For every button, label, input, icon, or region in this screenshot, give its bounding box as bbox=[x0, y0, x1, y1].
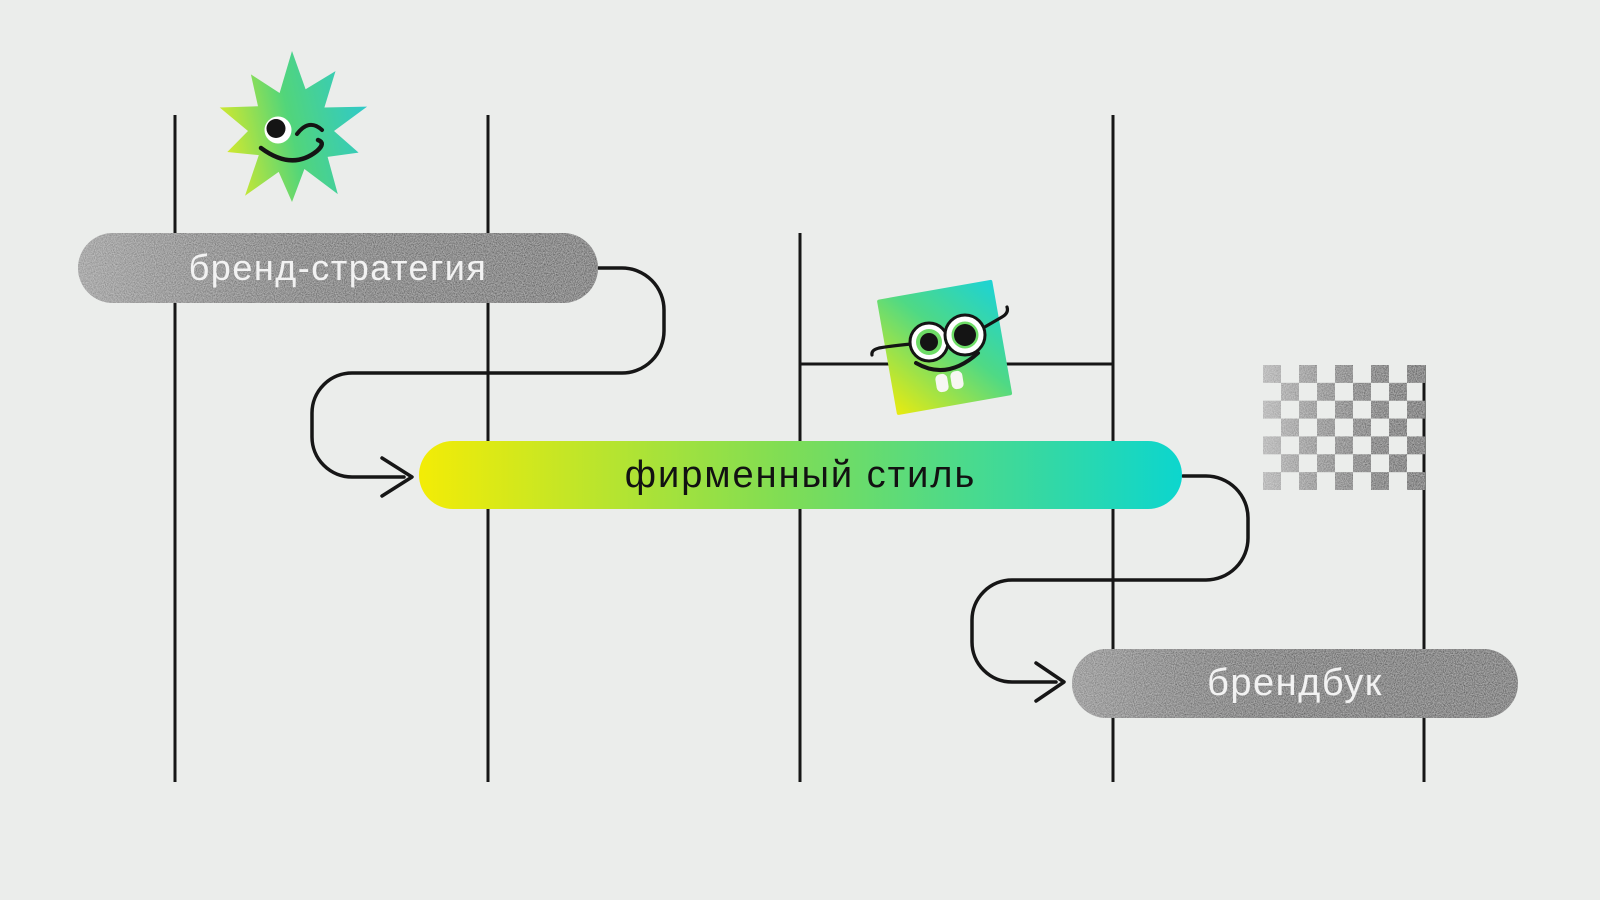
flag-square bbox=[1281, 454, 1299, 473]
step-pill-brandbook bbox=[1072, 649, 1518, 718]
flag-square bbox=[1389, 418, 1407, 437]
flag-square bbox=[1353, 454, 1371, 473]
flag-square bbox=[1371, 400, 1389, 419]
star-pupil bbox=[266, 119, 286, 138]
flag-square bbox=[1371, 365, 1389, 383]
flow-arrow-1-head bbox=[380, 456, 414, 498]
flow-arrow-2-head bbox=[1034, 661, 1066, 703]
flag-square bbox=[1299, 365, 1317, 383]
star-character-icon bbox=[219, 51, 368, 202]
flag-square bbox=[1263, 436, 1281, 455]
star-shape bbox=[219, 51, 368, 202]
flag-square bbox=[1299, 436, 1317, 455]
glasses-right-arm bbox=[981, 305, 1010, 330]
flag-square bbox=[1335, 472, 1353, 490]
flag-square bbox=[1407, 472, 1425, 490]
flag-square bbox=[1389, 382, 1407, 401]
flag-square bbox=[1299, 472, 1317, 490]
flag-square bbox=[1407, 400, 1425, 419]
left-pupil bbox=[920, 333, 938, 351]
flow-arrow-1 bbox=[310, 266, 666, 479]
square-character-icon bbox=[870, 279, 1013, 415]
flag-square bbox=[1317, 454, 1335, 473]
square-teeth bbox=[935, 370, 964, 393]
checkered-flag-icon bbox=[1263, 365, 1425, 490]
glasses-left-arm bbox=[870, 342, 913, 357]
flag-square bbox=[1263, 400, 1281, 419]
flag-square bbox=[1263, 472, 1281, 490]
flag-square bbox=[1371, 436, 1389, 455]
flag-square bbox=[1353, 418, 1371, 437]
flag-square bbox=[1263, 365, 1281, 383]
square-smile bbox=[914, 351, 980, 372]
flag-square bbox=[1335, 400, 1353, 419]
flag-square bbox=[1407, 436, 1425, 455]
flag-square bbox=[1299, 400, 1317, 419]
flag-square bbox=[1317, 418, 1335, 437]
flag-square bbox=[1335, 436, 1353, 455]
step-pill-brand-strategy bbox=[78, 233, 598, 303]
flag-square bbox=[1281, 382, 1299, 401]
flag-square bbox=[1407, 365, 1425, 383]
flag-square bbox=[1371, 472, 1389, 490]
star-wink-eye bbox=[295, 122, 324, 136]
flag-square bbox=[1317, 382, 1335, 401]
right-pupil bbox=[954, 324, 976, 346]
flag-square bbox=[1281, 418, 1299, 437]
flow-arrow-2 bbox=[970, 474, 1250, 684]
flag-square bbox=[1353, 382, 1371, 401]
step-pill-corporate-identity bbox=[419, 441, 1182, 509]
flag-square bbox=[1335, 365, 1353, 383]
flag-square bbox=[1389, 454, 1407, 473]
star-smile bbox=[258, 137, 324, 163]
